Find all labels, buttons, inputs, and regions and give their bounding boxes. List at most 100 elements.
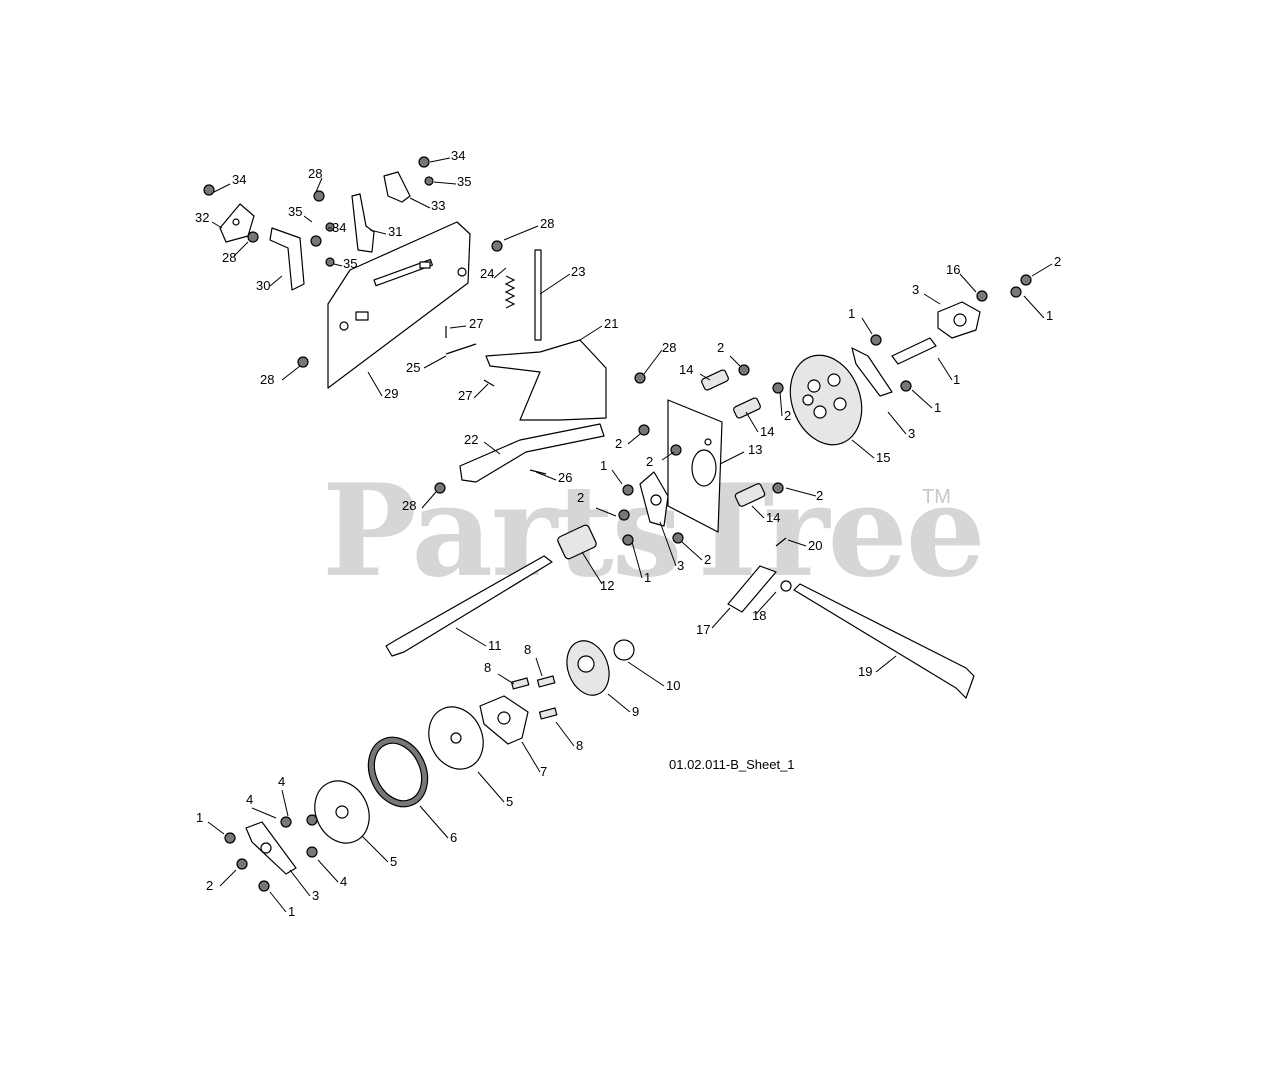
leader-line	[269, 891, 287, 913]
callout-28: 28	[402, 491, 437, 513]
callout-number: 1	[644, 570, 651, 585]
callout-28: 28	[503, 216, 554, 241]
part-shaft-11	[385, 555, 553, 657]
callout-number: 2	[1054, 254, 1061, 269]
callout-34: 34	[328, 220, 346, 235]
leader-line	[643, 349, 663, 375]
callout-number: 33	[431, 198, 445, 213]
leader-line	[369, 229, 387, 235]
callout-28: 28	[222, 241, 249, 265]
part-ring-10	[613, 639, 635, 661]
callout-2: 2	[681, 541, 711, 567]
leader-line	[911, 389, 933, 409]
callout-8: 8	[555, 721, 583, 753]
callout-3: 3	[912, 282, 941, 305]
callout-15: 15	[851, 439, 890, 465]
callout-14: 14	[679, 362, 711, 381]
callout-4: 4	[278, 774, 289, 817]
leader-line	[611, 469, 623, 485]
callout-number: 2	[577, 490, 584, 505]
leader-line	[607, 693, 631, 713]
part-pin-20	[775, 537, 787, 547]
callout-2: 2	[646, 451, 675, 469]
callout-number: 9	[632, 704, 639, 719]
callout-2: 2	[206, 869, 237, 893]
leader-line	[503, 225, 539, 241]
part-plate-3-right	[851, 347, 893, 397]
callout-11: 11	[455, 627, 502, 653]
leader-line	[699, 373, 711, 381]
leader-line	[361, 835, 389, 863]
callout-8: 8	[484, 660, 515, 685]
callout-number: 28	[260, 372, 274, 387]
callout-2: 2	[779, 391, 791, 423]
callout-1: 1	[937, 357, 960, 387]
sheet-id-label: 01.02.011-B_Sheet_1	[669, 757, 795, 772]
callout-number: 31	[388, 224, 402, 239]
callout-21: 21	[579, 316, 618, 341]
leader-line	[581, 551, 603, 585]
part-spring-24	[504, 275, 516, 309]
leader-line	[755, 591, 777, 615]
callout-number: 18	[752, 608, 766, 623]
part-lever-17	[727, 565, 777, 613]
callout-28: 28	[643, 340, 676, 375]
leader-line	[787, 539, 807, 547]
callout-5: 5	[477, 771, 513, 809]
callout-number: 15	[876, 450, 890, 465]
callout-1: 1	[1023, 295, 1053, 323]
leader-line	[423, 355, 447, 369]
callout-32: 32	[195, 210, 223, 229]
callout-number: 24	[480, 266, 494, 281]
leader-line	[875, 655, 897, 673]
callout-27: 27	[458, 383, 489, 403]
leader-line	[269, 275, 283, 287]
callout-number: 2	[206, 878, 213, 893]
callout-number: 14	[679, 362, 693, 377]
callout-number: 2	[646, 454, 653, 469]
leader-line	[521, 741, 541, 773]
part-pin-26	[529, 469, 547, 475]
callout-1: 1	[196, 810, 225, 835]
callout-34: 34	[429, 148, 465, 163]
callout-3: 3	[289, 869, 319, 903]
callout-13: 13	[719, 442, 762, 465]
fastener-group	[224, 274, 1032, 892]
callout-number: 3	[912, 282, 919, 297]
callout-number: 22	[464, 432, 478, 447]
callout-number: 7	[540, 764, 547, 779]
leader-line	[483, 441, 501, 455]
leader-line	[785, 487, 817, 497]
part-rod-19	[793, 583, 975, 699]
callout-25: 25	[406, 355, 447, 375]
leader-line	[455, 627, 487, 647]
callout-14: 14	[751, 505, 780, 525]
leader-line	[631, 541, 643, 579]
leader-line	[627, 661, 665, 687]
callout-number: 28	[308, 166, 322, 181]
leader-line	[419, 805, 449, 839]
callout-10: 10	[627, 661, 680, 693]
callout-23: 23	[539, 264, 585, 295]
callout-number: 17	[696, 622, 710, 637]
callout-number: 14	[760, 424, 774, 439]
part-bolt-8c	[538, 707, 558, 720]
callout-1: 1	[269, 891, 295, 919]
callout-8: 8	[524, 642, 543, 677]
leader-line	[659, 521, 677, 567]
callout-16: 16	[946, 262, 977, 293]
callout-number: 1	[1046, 308, 1053, 323]
callout-number: 10	[666, 678, 680, 693]
leader-line	[449, 325, 467, 329]
part-spacer-14c	[734, 483, 766, 507]
leader-line	[303, 215, 313, 223]
part-gear-sleeve-12	[557, 524, 597, 560]
leader-line	[333, 263, 343, 267]
leader-line	[1023, 295, 1045, 319]
callout-number: 1	[848, 306, 855, 321]
callout-30: 30	[256, 275, 283, 293]
leader-line	[409, 197, 431, 209]
callout-number: 1	[196, 810, 203, 825]
